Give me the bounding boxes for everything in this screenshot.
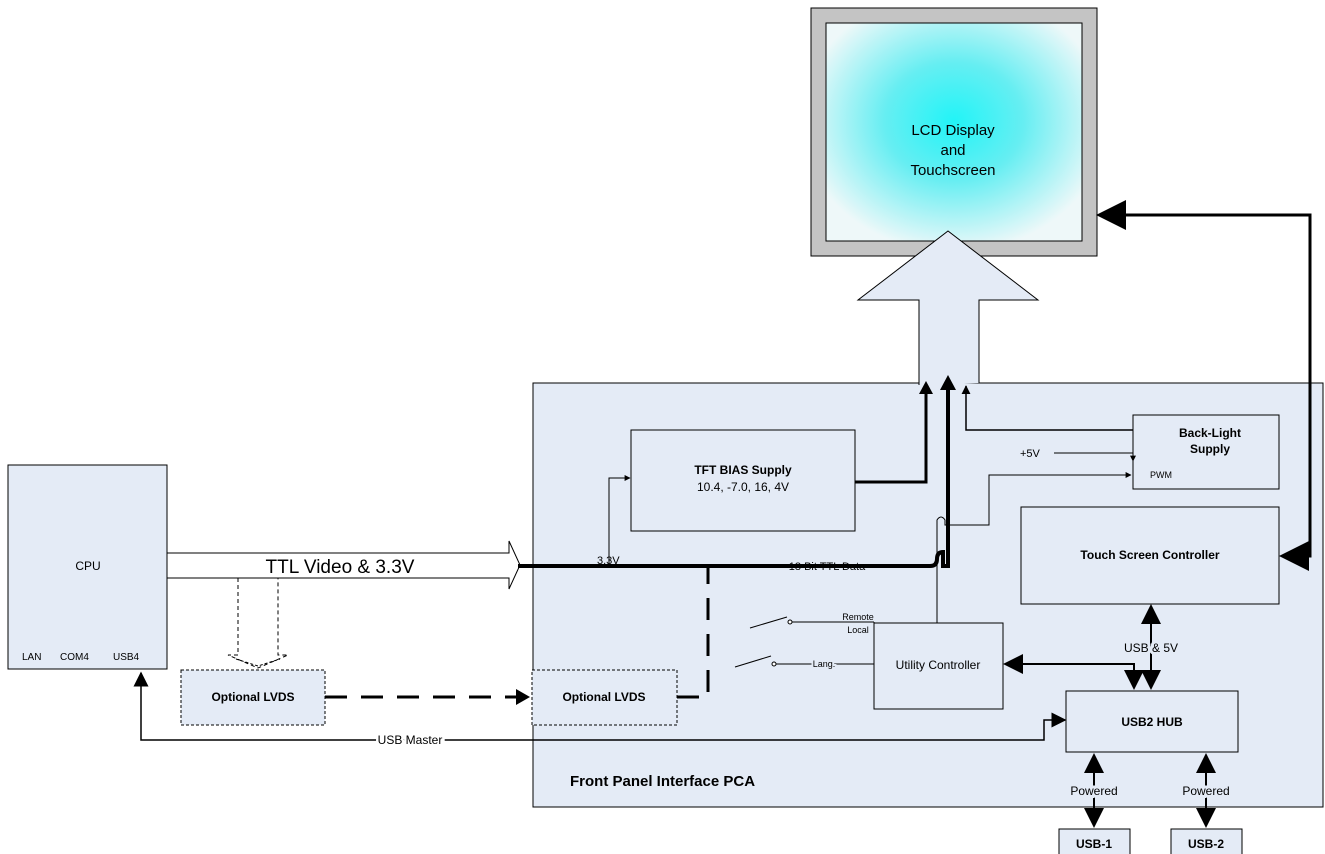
- usb2-hub-box: [1065, 690, 1239, 753]
- powered-2-label: Powered: [1182, 784, 1229, 798]
- backlight-to-lcd: [961, 385, 1133, 431]
- lcd-display: LCD Display and Touchscreen: [810, 7, 1098, 257]
- cpu-block: CPU LAN COM4 USB4: [7, 464, 168, 670]
- usb-1-label: USB-1: [1076, 837, 1112, 851]
- backlight-line2: Supply: [1190, 442, 1230, 456]
- remote-label: Remote: [842, 612, 874, 622]
- cpu-box: [7, 464, 168, 670]
- utility-to-hub-link: [1003, 654, 1144, 690]
- lvds-dashed-down-arrow: [227, 578, 289, 669]
- optional-lvds-right-label: Optional LVDS: [562, 690, 645, 704]
- pca-label: Front Panel Interface PCA: [570, 773, 755, 790]
- plus5v-label: +5V: [1020, 448, 1041, 460]
- local-label: Local: [847, 625, 869, 635]
- tft-bias-values: 10.4, -7.0, 16, 4V: [697, 480, 789, 494]
- lcd-screen: [825, 22, 1083, 242]
- lcd-label-line2: and: [940, 142, 965, 159]
- utility-controller-label: Utility Controller: [896, 658, 981, 672]
- backlight-pwm-label: PWM: [1150, 470, 1172, 480]
- cpu-port-lan: LAN: [22, 652, 41, 663]
- tft-bias-supply-box: [630, 429, 856, 532]
- usb-master-label: USB Master: [378, 733, 443, 747]
- ttl-video-label: TTL Video & 3.3V: [266, 557, 415, 578]
- lcd-label-line1: LCD Display: [911, 122, 995, 139]
- pwm-line: [936, 472, 1132, 625]
- cpu-label: CPU: [75, 559, 100, 573]
- usb2-hub-label: USB2 HUB: [1121, 715, 1183, 729]
- usb-2-label: USB-2: [1188, 837, 1224, 851]
- touch-screen-controller-label: Touch Screen Controller: [1080, 548, 1219, 562]
- lcd-up-arrow: [856, 230, 1040, 385]
- powered-1-label: Powered: [1070, 784, 1117, 798]
- tft-bias-title: TFT BIAS Supply: [694, 463, 792, 477]
- ttl-data-label: 18 Bit TTL Data: [789, 561, 866, 573]
- cpu-port-usb4: USB4: [113, 652, 140, 663]
- usb-1-box: [1058, 828, 1131, 854]
- usb-2-box: [1170, 828, 1243, 854]
- v33-line: [608, 475, 631, 566]
- tft-bias-to-lcd: [855, 392, 928, 484]
- usb-5v-label: USB & 5V: [1124, 641, 1178, 655]
- cpu-port-com4: COM4: [60, 652, 89, 663]
- usb-master-line: [133, 671, 1067, 741]
- optional-lvds-left-label: Optional LVDS: [211, 690, 294, 704]
- touch-to-lcd-link: [1096, 200, 1312, 571]
- backlight-line1: Back-Light: [1179, 426, 1241, 440]
- remote-local-switch: [749, 616, 874, 629]
- ttl-video-arrow: [166, 540, 521, 590]
- v33-label: 3.3V: [597, 555, 620, 567]
- lang-switch: [734, 655, 874, 668]
- lcd-label-line3: Touchscreen: [910, 162, 995, 179]
- lang-label: Lang.: [813, 659, 836, 669]
